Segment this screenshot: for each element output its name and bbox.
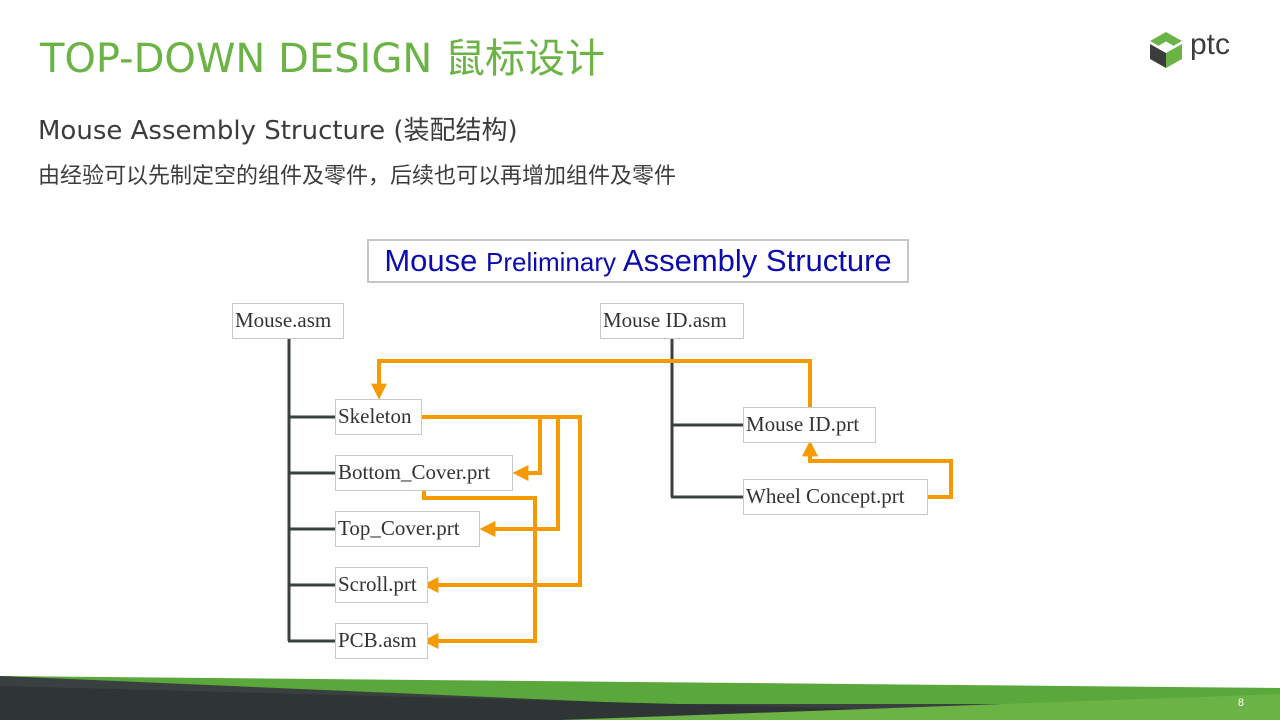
slide-title: TOP-DOWN DESIGN 鼠标设计 [40, 36, 605, 82]
page-number: 8 [1237, 697, 1244, 709]
diagram-title: Mouse Preliminary Assembly Structure [367, 239, 909, 283]
node-top-cover: Top_Cover.prt [335, 511, 480, 547]
diagram-title-part1: Mouse [384, 243, 478, 278]
reference-arrows [371, 359, 953, 649]
node-mouse-id-asm: Mouse ID.asm [600, 303, 744, 339]
node-mouse-asm: Mouse.asm [232, 303, 344, 339]
ptc-logo-icon [1150, 32, 1182, 68]
section-subtitle: Mouse Assembly Structure (装配结构) [38, 116, 518, 146]
diagram-title-part3: Assembly Structure [622, 243, 892, 278]
node-mouse-id-prt: Mouse ID.prt [743, 407, 876, 443]
diagram-title-part2: Preliminary [485, 247, 617, 277]
node-skeleton: Skeleton [335, 399, 422, 435]
description-text: 由经验可以先制定空的组件及零件，后续也可以再增加组件及零件 [38, 164, 677, 189]
mouse-id-asm-tree-lines [670, 338, 745, 499]
mouse-asm-tree-lines [287, 338, 337, 643]
ptc-logo: ptc [1148, 28, 1248, 70]
node-bottom-cover: Bottom_Cover.prt [335, 455, 513, 491]
footer-band [0, 676, 1280, 720]
node-pcb: PCB.asm [335, 623, 428, 659]
node-scroll: Scroll.prt [335, 567, 428, 603]
ptc-logo-text: ptc [1190, 28, 1231, 61]
node-wheel-concept: Wheel Concept.prt [743, 479, 928, 515]
